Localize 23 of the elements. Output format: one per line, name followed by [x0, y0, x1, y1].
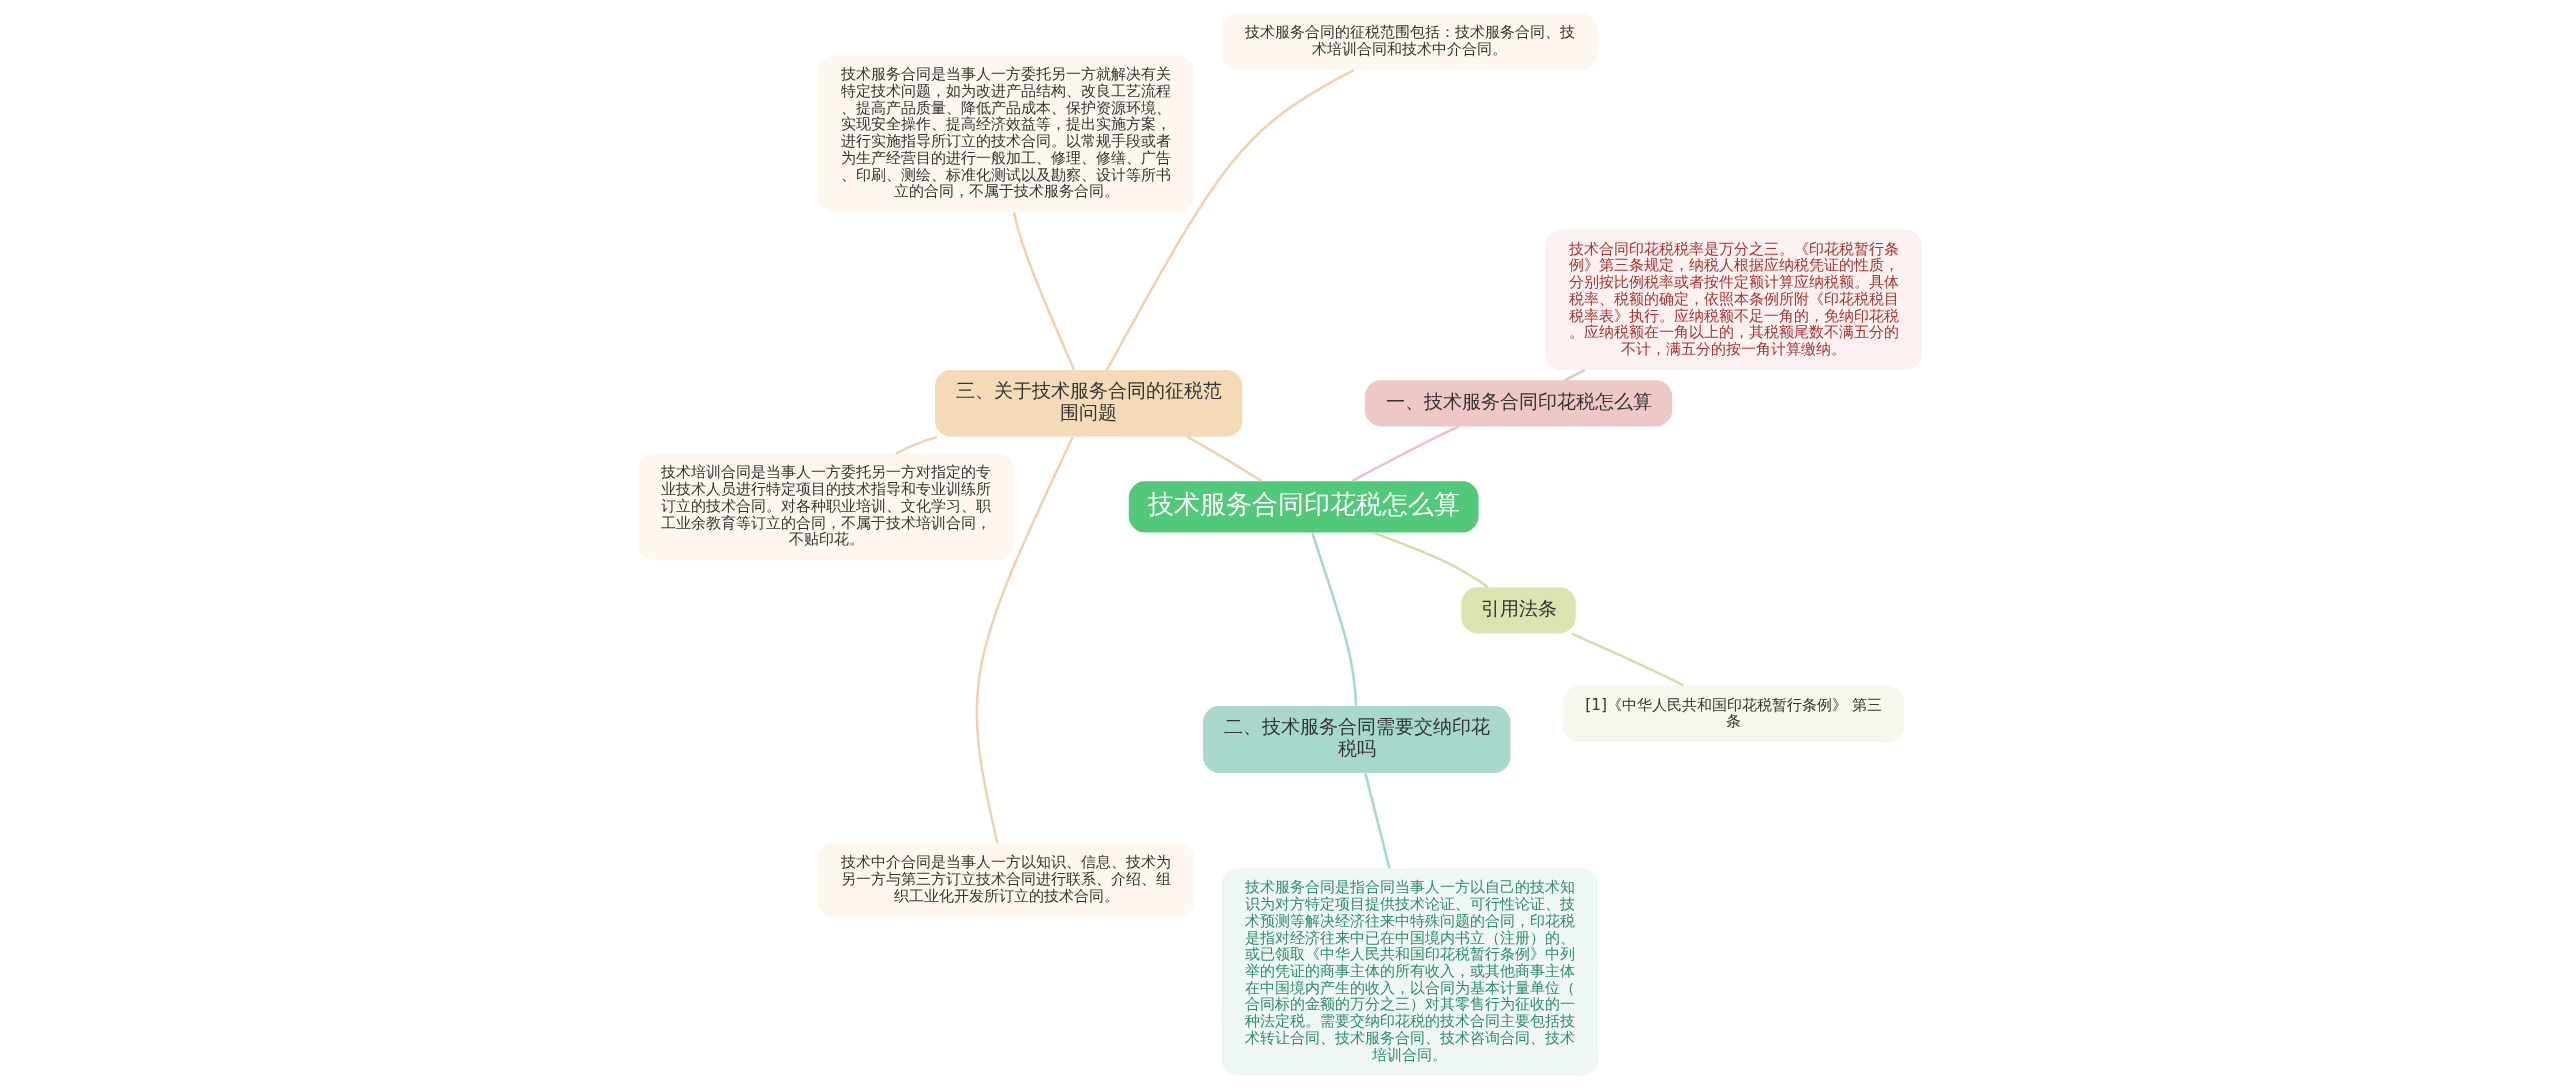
- connector: [1564, 368, 1586, 382]
- connector: [1012, 212, 1076, 371]
- node-box: 引用法条: [1461, 587, 1576, 634]
- connector: [895, 435, 938, 455]
- connector: [1105, 68, 1355, 371]
- connector: [1351, 425, 1460, 483]
- connector: [1311, 532, 1358, 706]
- node-box: 技术服务合同是当事人一方委托另一方就解决有关特定技术问题，如为改进产品结构、改良工艺流程、提高产品质量、降低产品成本、保护资源环境、实现安全操作、提高经济效益等，提出实施方案，进行实施指导所订立的技术合同。以常规手段或者为生产经营目的进行一般加工、修理、修缮、广告、印刷、测绘、标准化测试以及勘察、设计等所书立的合同，不属于技术服务合同。: [817, 55, 1195, 213]
- node-box: 技术中介合同是当事人一方以知识、信息、技术为另一方与第三方订立技术合同进行联系、介绍、组织工业化开发所订立的技术合同。: [817, 843, 1195, 917]
- connector: [1570, 632, 1684, 687]
- node-box: 一、技术服务合同印花税怎么算: [1364, 380, 1673, 427]
- node-box: 二、技术服务合同需要交纳印花税吗: [1203, 706, 1511, 773]
- connector: [1372, 531, 1489, 589]
- node-box: 技术合同印花税税率是万分之三。《印花税暂行条例》第三条规定，纳税人根据应纳税凭证的性质，分别按比例税率或者按件定额计算应纳税额。具体税率、税额的确定，依照本条例所附《印花税税目税率表》执行。应纳税额不足一角的，免纳印花税。应纳税额在一角以上的，其税额尾数不满五分的不计，满五分的按一角计算缴纳。: [1545, 229, 1922, 370]
- node-box: 技术服务合同是指合同当事人一方以自己的技术知识为对方特定项目提供技术论证、可行性论证、技术预测等解决经济往来中特殊问题的合同，印花税是指对经济往来中已在中国境内书立（注册）的、或已领取《中华人民共和国印花税暂行条例》中列举的凭证的商事主体的所有收入，或其他商事主体在中国境内产生的收入，以合同为基本计量单位（合同标的金额的万分之三）对其零售行为征收的一种法定税。需要交纳印花税的技术合同主要包括技术转让合同、技术服务合同、技术咨询合同、技术培训合同。: [1221, 868, 1599, 1076]
- node-box: 技术培训合同是当事人一方委托另一方对指定的专业技术人员进行特定项目的技术指导和专业训练所订立的技术合同。对各种职业培训、文化学习、职工业余教育等订立的合同，不属于技术培训合同，不贴印花。: [638, 453, 1015, 561]
- connector: [1186, 435, 1263, 483]
- connector: [1364, 772, 1391, 869]
- node-box: 技术服务合同的征税范围包括：技术服务合同、技术培训合同和技术中介合同。: [1221, 13, 1599, 70]
- node-box: [1]《中华人民共和国印花税暂行条例》 第三条: [1563, 685, 1904, 743]
- connector: [975, 436, 1074, 844]
- node-box: 三、关于技术服务合同的征税范围问题: [935, 369, 1243, 437]
- node-box: 技术服务合同印花税怎么算: [1128, 481, 1479, 533]
